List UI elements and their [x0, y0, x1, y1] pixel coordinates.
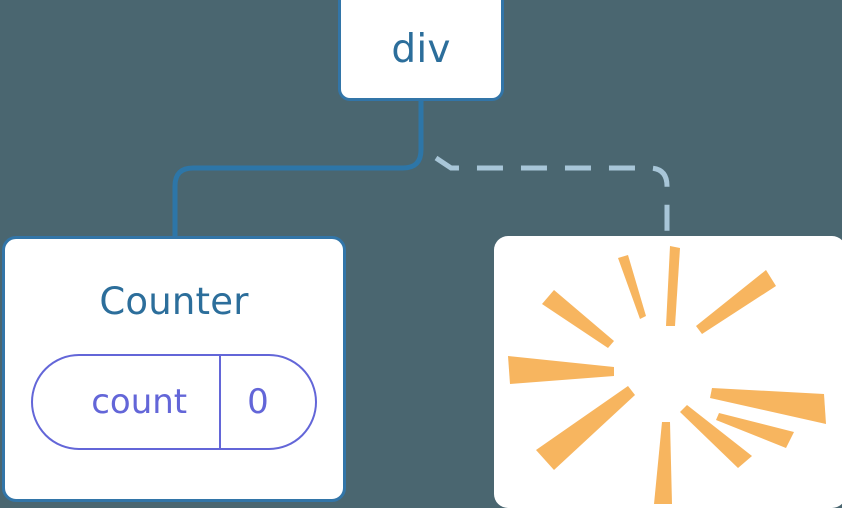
burst-ray [710, 388, 826, 424]
node-div-label: div [391, 27, 451, 72]
burst-ray [680, 405, 752, 468]
node-counter-label: Counter [99, 280, 249, 323]
burst-ray [716, 413, 794, 448]
state-pill-count[interactable]: count 0 [31, 354, 317, 450]
state-pill-value: 0 [219, 356, 315, 448]
node-burst[interactable] [494, 236, 842, 508]
burst-ray [654, 422, 672, 504]
node-div[interactable]: div [338, 0, 504, 101]
burst-icon [508, 246, 826, 504]
state-pill-key: count [91, 382, 188, 422]
edge-div-counter [172, 97, 424, 243]
node-counter[interactable]: Counter count 0 [2, 236, 346, 502]
burst-ray [696, 270, 776, 334]
burst-ray [666, 246, 680, 326]
burst-ray [508, 356, 614, 384]
burst-ray [618, 255, 646, 319]
edge-div-burst [434, 155, 670, 240]
burst-ray [536, 386, 635, 470]
burst-ray [542, 290, 614, 348]
